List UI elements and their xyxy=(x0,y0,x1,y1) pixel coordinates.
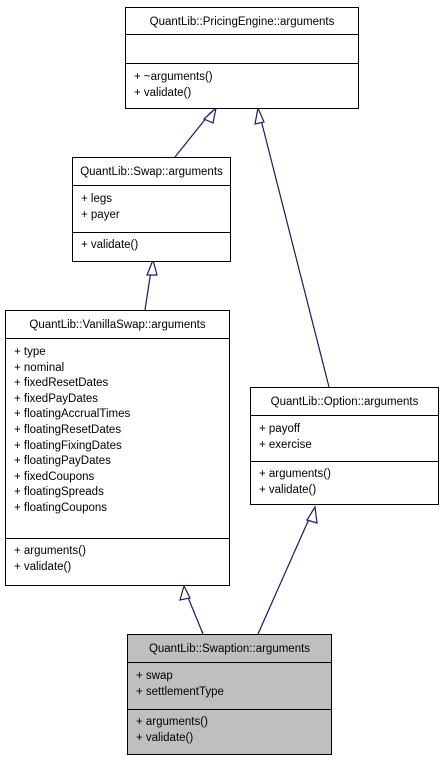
attribute: + floatingCoupons xyxy=(14,501,108,514)
arrowhead-swap xyxy=(146,258,158,276)
class-swaption-arguments[interactable]: QuantLib::Swaption::arguments + swap + s… xyxy=(127,634,332,755)
methods-section: + ~arguments() + validate() xyxy=(126,64,358,101)
methods-section: + arguments() + validate() xyxy=(128,710,331,746)
attribute: + legs xyxy=(81,193,113,205)
methods-section: + arguments() + validate() xyxy=(6,539,229,575)
class-name: QuantLib::Swap::arguments xyxy=(73,158,230,186)
attribute: + floatingAccrualTimes xyxy=(14,408,131,421)
method: + validate() xyxy=(81,239,139,251)
class-pricing-engine-arguments[interactable]: QuantLib::PricingEngine::arguments + ~ar… xyxy=(125,7,359,109)
attribute: + fixedPayDates xyxy=(14,392,99,405)
method: + arguments() xyxy=(259,468,331,480)
attribute: + floatingResetDates xyxy=(14,423,122,436)
method: + validate() xyxy=(134,86,192,99)
class-name: QuantLib::Option::arguments xyxy=(251,388,438,416)
attributes-section: + swap + settlementType xyxy=(128,663,331,710)
attribute: + settlementType xyxy=(136,685,224,698)
attribute: + exercise xyxy=(259,438,312,451)
attribute: + nominal xyxy=(14,361,65,374)
attribute: + swap xyxy=(136,670,173,682)
attribute: + fixedCoupons xyxy=(14,470,95,483)
attribute: + payer xyxy=(81,208,120,221)
attribute: + fixedResetDates xyxy=(14,377,109,390)
method: + arguments() xyxy=(14,545,86,557)
attribute: + type xyxy=(14,346,46,358)
arrowhead-vanilla-swap xyxy=(179,584,191,601)
class-vanilla-swap-arguments[interactable]: QuantLib::VanillaSwap::arguments + type … xyxy=(5,310,230,586)
edge-option-to-pricing-engine xyxy=(258,111,330,388)
attributes-section xyxy=(126,35,358,64)
arrowhead-option xyxy=(306,505,318,524)
class-option-arguments[interactable]: QuantLib::Option::arguments + payoff + e… xyxy=(250,387,439,505)
attribute: + floatingSpreads xyxy=(14,486,104,499)
methods-section: + arguments() + validate() xyxy=(251,462,438,498)
method: + validate() xyxy=(136,731,194,744)
attribute: + floatingPayDates xyxy=(14,455,111,468)
method: + validate() xyxy=(259,483,317,496)
class-name: QuantLib::VanillaSwap::arguments xyxy=(6,311,229,339)
method: + ~arguments() xyxy=(134,71,213,83)
attribute: + floatingFixingDates xyxy=(14,439,122,452)
arrowhead-pricing-engine-left xyxy=(202,106,217,124)
class-name: QuantLib::Swaption::arguments xyxy=(128,635,331,663)
arrowhead-pricing-engine-right xyxy=(254,105,265,125)
attribute: + payoff xyxy=(259,423,301,435)
attributes-section: + type + nominal + fixedResetDates + fix… xyxy=(6,339,229,539)
attributes-section: + legs + payer xyxy=(73,186,230,233)
class-name: QuantLib::PricingEngine::arguments xyxy=(126,8,358,35)
methods-section: + validate() xyxy=(73,233,230,254)
class-swap-arguments[interactable]: QuantLib::Swap::arguments + legs + payer… xyxy=(72,157,231,262)
attributes-section: + payoff + exercise xyxy=(251,416,438,462)
method: + arguments() xyxy=(136,716,208,728)
method: + validate() xyxy=(14,560,72,573)
edge-swaption-to-option xyxy=(257,509,314,635)
